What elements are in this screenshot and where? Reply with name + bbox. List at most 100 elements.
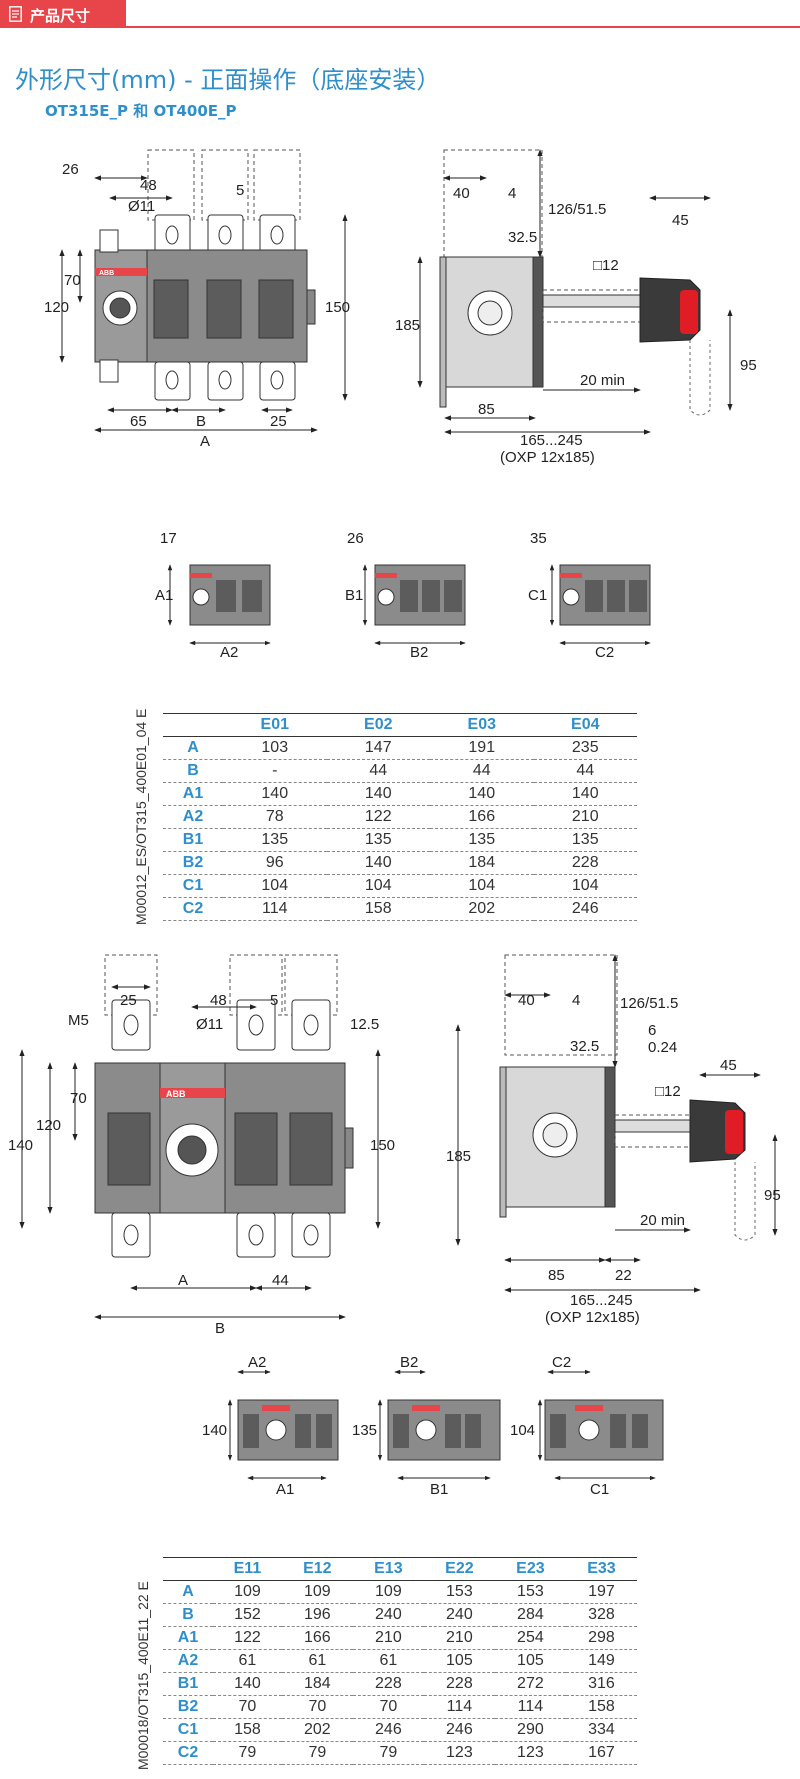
- dim-20min-2: 20 min: [640, 1212, 685, 1229]
- dim-32: 32.5: [508, 229, 537, 246]
- dim-48-2: 48: [210, 992, 227, 1009]
- dim-26: 26: [62, 161, 79, 178]
- dim-85: 85: [478, 401, 495, 418]
- table-header-row: E11 E12 E13 E22 E23 E33: [163, 1557, 637, 1581]
- dim-165-2: 165...245: [570, 1292, 633, 1309]
- dim-20min: 20 min: [580, 372, 625, 389]
- dim-0.24: 0.24: [648, 1039, 677, 1056]
- dim-85-2: 85: [548, 1267, 565, 1284]
- dim-B: B: [196, 413, 206, 430]
- dim-120-2: 120: [36, 1117, 61, 1134]
- dim-oxp: (OXP 12x185): [500, 449, 595, 466]
- dim-135: 135: [352, 1422, 377, 1439]
- dim-70: 70: [64, 272, 81, 289]
- dim-c1: C1: [528, 587, 547, 604]
- section1-drawings: ABB 26 48 Ø11 5 70 120 150 65 B 25: [44, 149, 757, 466]
- dim-o11-2: Ø11: [196, 1016, 223, 1033]
- section1-variants: 17 A1 A2 26 B1 B2 35 C1 C2: [155, 530, 651, 660]
- dim-140: 140: [8, 1137, 33, 1154]
- dim-17: 17: [160, 530, 177, 547]
- table-header-row: E01 E02 E03 E04: [163, 713, 637, 737]
- dim-c2-2: C2: [552, 1354, 571, 1371]
- dim-c1-2: C1: [590, 1481, 609, 1498]
- dim-35: 35: [530, 530, 547, 547]
- dim-140-small: 140: [202, 1422, 227, 1439]
- dim-185-2: 185: [446, 1148, 471, 1165]
- dim-b2: B2: [410, 644, 428, 660]
- variant-e03: 35 C1 C2: [528, 530, 651, 660]
- variant-e22: B2 135 B1: [352, 1354, 501, 1498]
- dim-b1-2: B1: [430, 1481, 448, 1498]
- dim-m5: M5: [68, 1012, 89, 1029]
- section-header: 产品尺寸: [0, 0, 800, 28]
- section2-drawings: ABB 25 M5 48 Ø11 5 12.5 70 120 140 150 A: [8, 954, 781, 1337]
- dim-48: 48: [140, 177, 157, 194]
- variant-e11: A2 140 A1: [202, 1354, 339, 1498]
- dim-a1-2: A1: [276, 1481, 294, 1498]
- dim-32-2: 32.5: [570, 1038, 599, 1055]
- dim-a2-2: A2: [248, 1354, 266, 1371]
- dim-150-2: 150: [370, 1137, 395, 1154]
- dim-44: 44: [272, 1272, 289, 1289]
- dim-a1: A1: [155, 587, 173, 604]
- dim-B-2: B: [215, 1320, 225, 1337]
- front-view-dimensions-2: 25 M5 48 Ø11 5 12.5 70 120 140 150 A 44 …: [8, 992, 395, 1337]
- dim-a2: A2: [220, 644, 238, 660]
- dim-95: 95: [740, 357, 757, 374]
- header-tab: 产品尺寸: [0, 0, 126, 28]
- drawing-code-1: M00012_ES/OT315_400E01_04 E: [133, 708, 149, 925]
- dim-A: A: [200, 433, 210, 450]
- dim-4-2: 4: [572, 992, 580, 1009]
- variant-e33: C2 104 C1: [510, 1354, 664, 1498]
- side-view-dimensions-2: 40 4 126/51.5 32.5 6 0.24 □12 185 45 95 …: [446, 992, 781, 1326]
- dim-95-2: 95: [764, 1187, 781, 1204]
- dim-b2-2: B2: [400, 1354, 418, 1371]
- dim-126-2: 126/51.5: [620, 995, 678, 1012]
- dim-45: 45: [672, 212, 689, 229]
- dim-185: 185: [395, 317, 420, 334]
- dim-126: 126/51.5: [548, 201, 606, 218]
- section2-variants: A2 140 A1 B2 135 B1 C2 104 C1: [202, 1354, 664, 1498]
- dim-b1: B1: [345, 587, 363, 604]
- dim-26-small: 26: [347, 530, 364, 547]
- header-underline: [0, 26, 800, 28]
- dim-12.5: 12.5: [350, 1016, 379, 1033]
- dim-A-2: A: [178, 1272, 188, 1289]
- dim-165: 165...245: [520, 432, 583, 449]
- drawing-code-2: M00018/OT315_400E11_22 E: [135, 1581, 151, 1770]
- dim-12: □12: [593, 257, 619, 274]
- dim-oxp-2: (OXP 12x185): [545, 1309, 640, 1326]
- side-view-drawing-2: [455, 954, 778, 1293]
- dim-120: 120: [44, 299, 69, 316]
- dim-40: 40: [453, 185, 470, 202]
- abb-logo: ABB: [99, 270, 114, 277]
- dim-65: 65: [130, 413, 147, 430]
- front-view-drawing-2: ABB: [19, 954, 381, 1320]
- dim-25: 25: [270, 413, 287, 430]
- page-title: 外形尺寸(mm) - 正面操作（底座安装）: [15, 66, 441, 94]
- dim-5-2: 5: [270, 992, 278, 1009]
- dim-6: 6: [648, 1022, 656, 1039]
- dim-22: 22: [615, 1267, 632, 1284]
- dim-5: 5: [236, 182, 244, 199]
- variant-e01: 17 A1 A2: [155, 530, 271, 660]
- dim-o11: Ø11: [128, 198, 155, 215]
- abb-logo-2: ABB: [166, 1089, 186, 1099]
- header-label: 产品尺寸: [30, 7, 91, 25]
- side-view-dimensions: 40 4 126/51.5 32.5 □12 185 45 95 20 min …: [395, 185, 757, 466]
- dim-25-2: 25: [120, 992, 137, 1009]
- front-view-drawing: ABB: [59, 149, 348, 433]
- dim-150: 150: [325, 299, 350, 316]
